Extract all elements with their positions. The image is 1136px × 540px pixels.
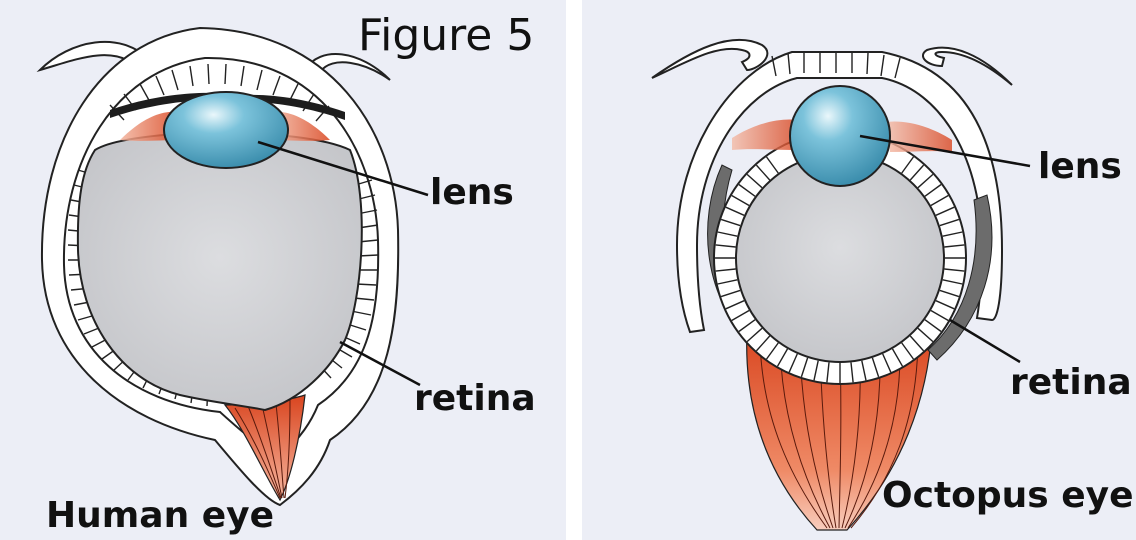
retina-hatch-line: [738, 319, 756, 333]
human-lens: [163, 91, 289, 169]
human-eye-panel: Figure 5 lens retina Human eye: [0, 0, 566, 540]
retina-hatch-line: [944, 268, 965, 272]
retina-hatch-line: [924, 183, 942, 197]
retina-hatch-line: [725, 206, 745, 216]
retina-hatch-line: [755, 164, 771, 181]
retina-hatch-line: [717, 279, 738, 285]
retina-hatch-line: [826, 362, 830, 383]
human-lens-label: lens: [430, 172, 514, 213]
retina-hatch-line: [765, 156, 779, 174]
panel-divider: [566, 0, 582, 540]
retina-hatch-line: [717, 231, 738, 237]
retina-hatch-line: [731, 194, 750, 207]
human-eye-diagram: [36, 26, 429, 507]
retina-hatch-line: [788, 353, 798, 373]
octopus-eye-panel: lens retina Octopus eye: [582, 0, 1136, 540]
retina-hatch-line: [901, 156, 915, 174]
retina-hatch-line: [746, 327, 763, 343]
retina-hatch-line: [939, 218, 960, 227]
octopus-eyelid-right: [922, 46, 1013, 86]
octopus-eyelid-left: [651, 38, 769, 79]
retina-hatch-line: [935, 206, 955, 216]
retina-hatch-line: [720, 218, 741, 227]
retina-hatch-line: [924, 319, 942, 333]
retina-hatch-line: [939, 289, 960, 298]
human-retina-pointer: [339, 340, 421, 387]
retina-hatch-line: [909, 335, 925, 352]
human-lens-pointer: [257, 140, 429, 197]
retina-hatch-line: [715, 244, 736, 248]
retina-hatch-line: [715, 268, 736, 272]
human-nerve-fibers: [234, 399, 291, 499]
human-eye-caption: Human eye: [46, 495, 275, 536]
retina-hatch-line: [917, 173, 934, 189]
retina-hatch-line: [800, 357, 809, 378]
retina-hatch-line: [942, 279, 963, 285]
octopus-retina-hatching: [715, 156, 965, 383]
octopus-lens-pointer: [859, 134, 1031, 168]
retina-hatch-line: [930, 194, 949, 207]
retina-hatch-line: [930, 309, 949, 322]
retina-hatch-line: [813, 360, 819, 381]
octopus-lens: [789, 85, 891, 187]
octopus-skin-hatching: [771, 52, 901, 79]
octopus-eye-caption: Octopus eye: [882, 475, 1134, 516]
retina-hatch-line: [731, 309, 750, 322]
retina-hatch-line: [746, 173, 763, 189]
retina-hatch-line: [935, 300, 955, 310]
human-iris-right: [245, 94, 345, 120]
retina-hatch-line: [942, 231, 963, 237]
retina-hatch-line: [901, 342, 915, 360]
retina-hatch-line: [944, 244, 965, 248]
retina-hatch-line: [755, 335, 771, 352]
retina-hatch-line: [882, 353, 892, 373]
retina-hatch-line: [725, 300, 745, 310]
retina-hatch-line: [738, 183, 756, 197]
retina-hatch-line: [850, 362, 854, 383]
retina-hatch-line: [861, 360, 867, 381]
human-retina-label: retina: [414, 378, 536, 419]
retina-hatch-line: [765, 342, 779, 360]
octopus-eye-diagram: [651, 38, 1031, 531]
retina-hatch-line: [776, 348, 789, 367]
figure-title: Figure 5: [358, 10, 535, 61]
octopus-retina-pointer: [949, 318, 1021, 364]
octopus-ciliary-muscle-left: [732, 119, 797, 150]
retina-hatch-line: [917, 327, 934, 343]
octopus-lens-label: lens: [1038, 146, 1122, 187]
retina-hatch-line: [720, 289, 741, 298]
retina-hatch-line: [871, 357, 880, 378]
octopus-retina-label: retina: [1010, 362, 1132, 403]
retina-hatch-line: [909, 164, 925, 181]
retina-hatch-line: [891, 348, 904, 367]
